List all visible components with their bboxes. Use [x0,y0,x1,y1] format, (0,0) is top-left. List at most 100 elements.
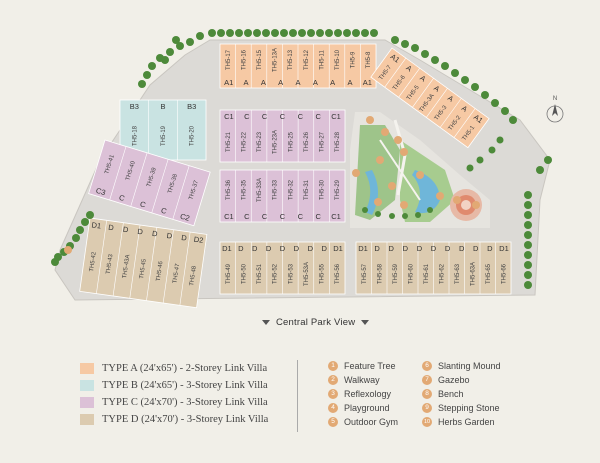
lot-label: TH5-47 [172,263,181,284]
tree-icon [491,99,499,107]
lot-label: TH5-51 [257,263,263,284]
tree-icon [524,201,532,209]
amenity-marker [376,156,384,164]
legend-type-d: TYPE D (24'x70') - 3-Storey Link Villa [80,414,268,425]
unit-type-letter: A [295,78,300,87]
lot-label: TH5-39 [146,166,158,188]
lot-label: TH5-8 [366,51,372,68]
lot-divider [384,57,407,88]
lot-divider [96,220,107,294]
unit-type-letter: D [374,244,380,253]
unit-type-letter: D [459,244,465,253]
legend-type-b-label: TYPE B (24'x65') - 3-Storey Link Villa [102,380,268,391]
tree-icon [352,29,360,37]
amenity-9-label: Stepping Stone [438,403,500,413]
lot-label: TH5-63A [470,262,476,286]
lot-divider [426,88,448,118]
tree-icon [524,241,532,249]
unit-type-letter: A [313,78,318,87]
amenity-3-badge: 3 [328,389,338,399]
unit-type-letter: A [278,78,283,87]
lot-label: TH5-25 [288,131,294,152]
unit-type-letter: D [181,233,188,243]
tree-icon [524,221,532,229]
amenity-7-label: Gazebo [438,375,470,385]
amenity-2-label: Walkway [344,375,380,385]
amenity-marker [472,201,480,209]
lot-label: TH5-16 [241,49,247,70]
tree-icon [176,42,184,50]
lot-divider [109,146,127,201]
tree-icon [524,231,532,239]
amenity-9-badge: 9 [422,403,432,413]
tree-icon [307,29,315,37]
unit-type-letter: C1 [331,212,341,221]
legend-divider [297,360,298,432]
lot-label: TH5-19 [161,125,167,146]
amenity-4-badge: 4 [328,403,338,413]
lot-label: TH5-41 [104,153,116,175]
amenity-markers [64,116,480,254]
lot-divider [398,67,420,98]
lot-label: TH5-52 [273,263,279,284]
amenity-marker [64,246,72,254]
tree-icon [208,29,216,37]
unit-type-letter: D1 [222,244,232,253]
lot-label: TH5-38 [167,173,179,195]
unit-type-letter: C1 [224,112,234,121]
lot-label: TH5-36 [226,179,232,200]
tree-icon [148,62,156,70]
lot-label: TH5-62 [439,263,445,284]
amenity-marker [381,128,389,136]
unit-type-letter: D [238,244,244,253]
amenity-2-badge: 2 [328,375,338,385]
legend-type-a: TYPE A (24'x65') - 2-Storey Link Villa [80,363,267,374]
unit-type-letter: C [244,212,250,221]
unit-type-letter: A1 [389,52,402,65]
tree-icon [72,234,80,242]
lot-label: TH5-37 [188,179,200,201]
lot-label: TH5-50 [241,263,247,284]
tree-icon [298,29,306,37]
trees-layer [51,29,552,289]
lot-label: TH5-27 [320,131,326,152]
unit-type-letter: D [152,229,159,239]
park-greenery [355,119,482,222]
unit-type-letter: B [160,102,165,111]
unit-type-letter: D [487,244,493,253]
unit-type-letter: B3 [187,102,196,111]
unit-type-letter: D [266,244,272,253]
unit-type-letter: D [321,244,327,253]
triangle-down-icon [361,319,370,325]
lot-label: TH5-23A [273,130,279,154]
tree-icon [401,40,409,48]
lot-label: TH5-17 [226,49,232,70]
lot-divider [412,78,434,108]
tree-icon [391,36,399,44]
tree-icon [524,271,532,279]
tree-icon [271,29,279,37]
tree-icon [325,29,333,37]
unit-type-letter: B3 [130,102,139,111]
unit-type-letter: D [473,244,479,253]
amenity-10-badge: 10 [422,417,432,427]
lot-label: TH5-60 [408,263,414,284]
unit-type-letter: D [389,244,395,253]
unit-type-letter: C1 [224,212,234,221]
legend-type-d-label: TYPE D (24'x70') - 3-Storey Link Villa [102,414,269,425]
lot-label: TH5-23 [257,131,263,152]
amenity-2: 2 Walkway [328,375,380,385]
unit-type-letter: D [166,231,173,241]
tree-icon [427,207,433,213]
lot-divider [151,159,169,213]
lot-label: TH5-43A [122,254,131,279]
amenity-marker [436,192,444,200]
lot-label: TH5-48 [189,265,198,286]
tree-icon [451,69,459,77]
